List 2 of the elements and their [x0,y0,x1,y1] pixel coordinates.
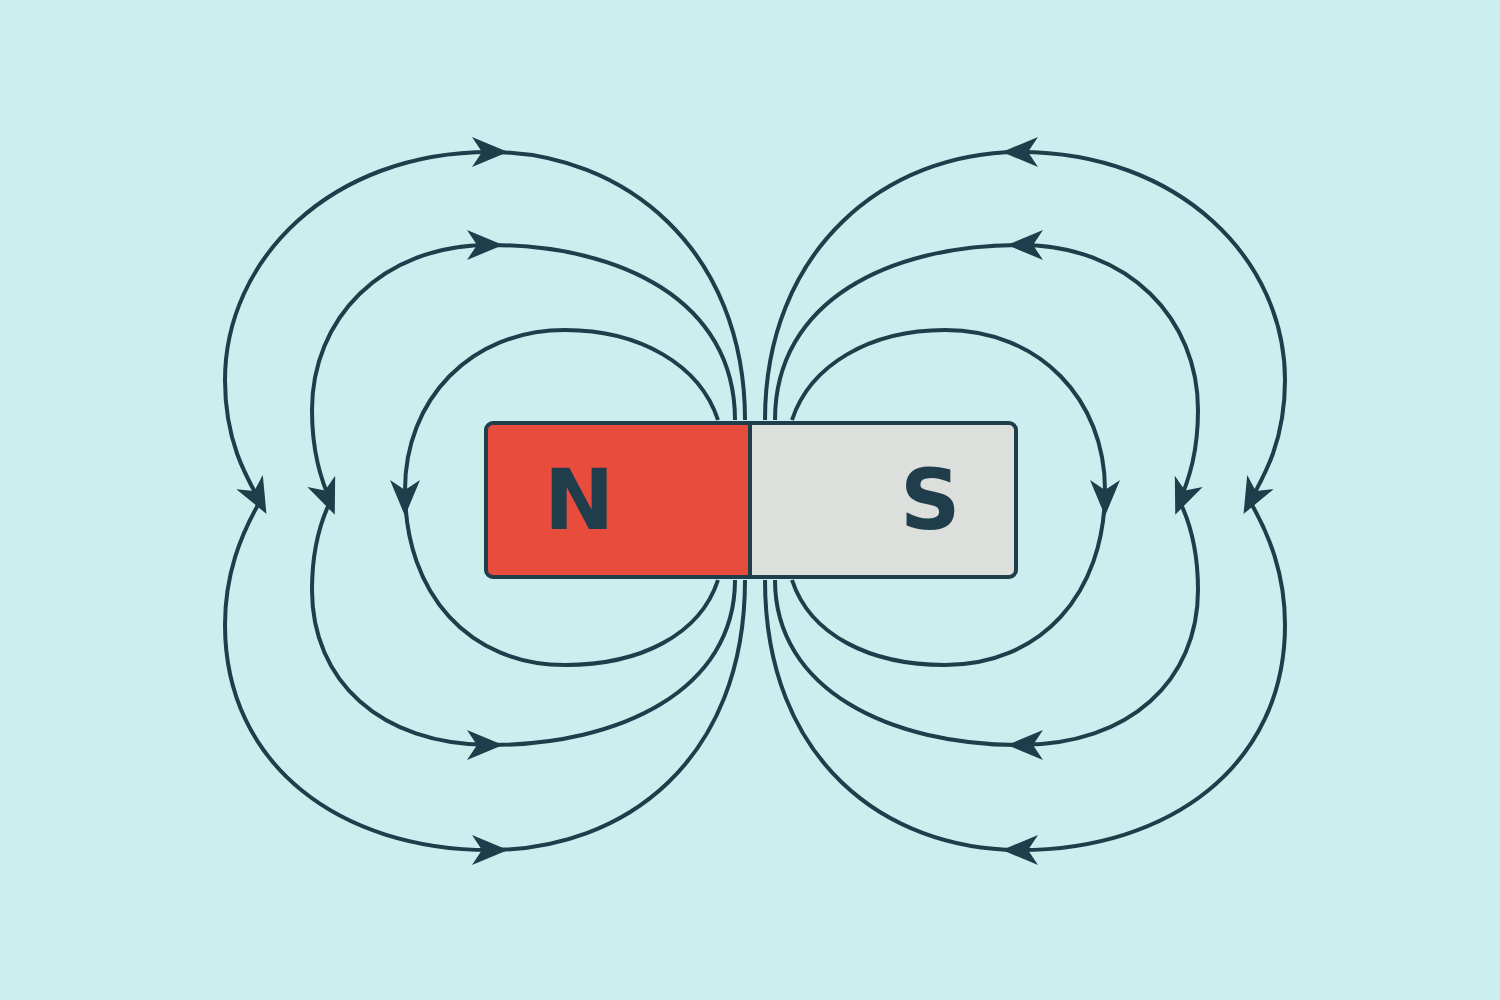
pole-letter: N [544,458,615,542]
pole-letter: S [900,458,961,542]
